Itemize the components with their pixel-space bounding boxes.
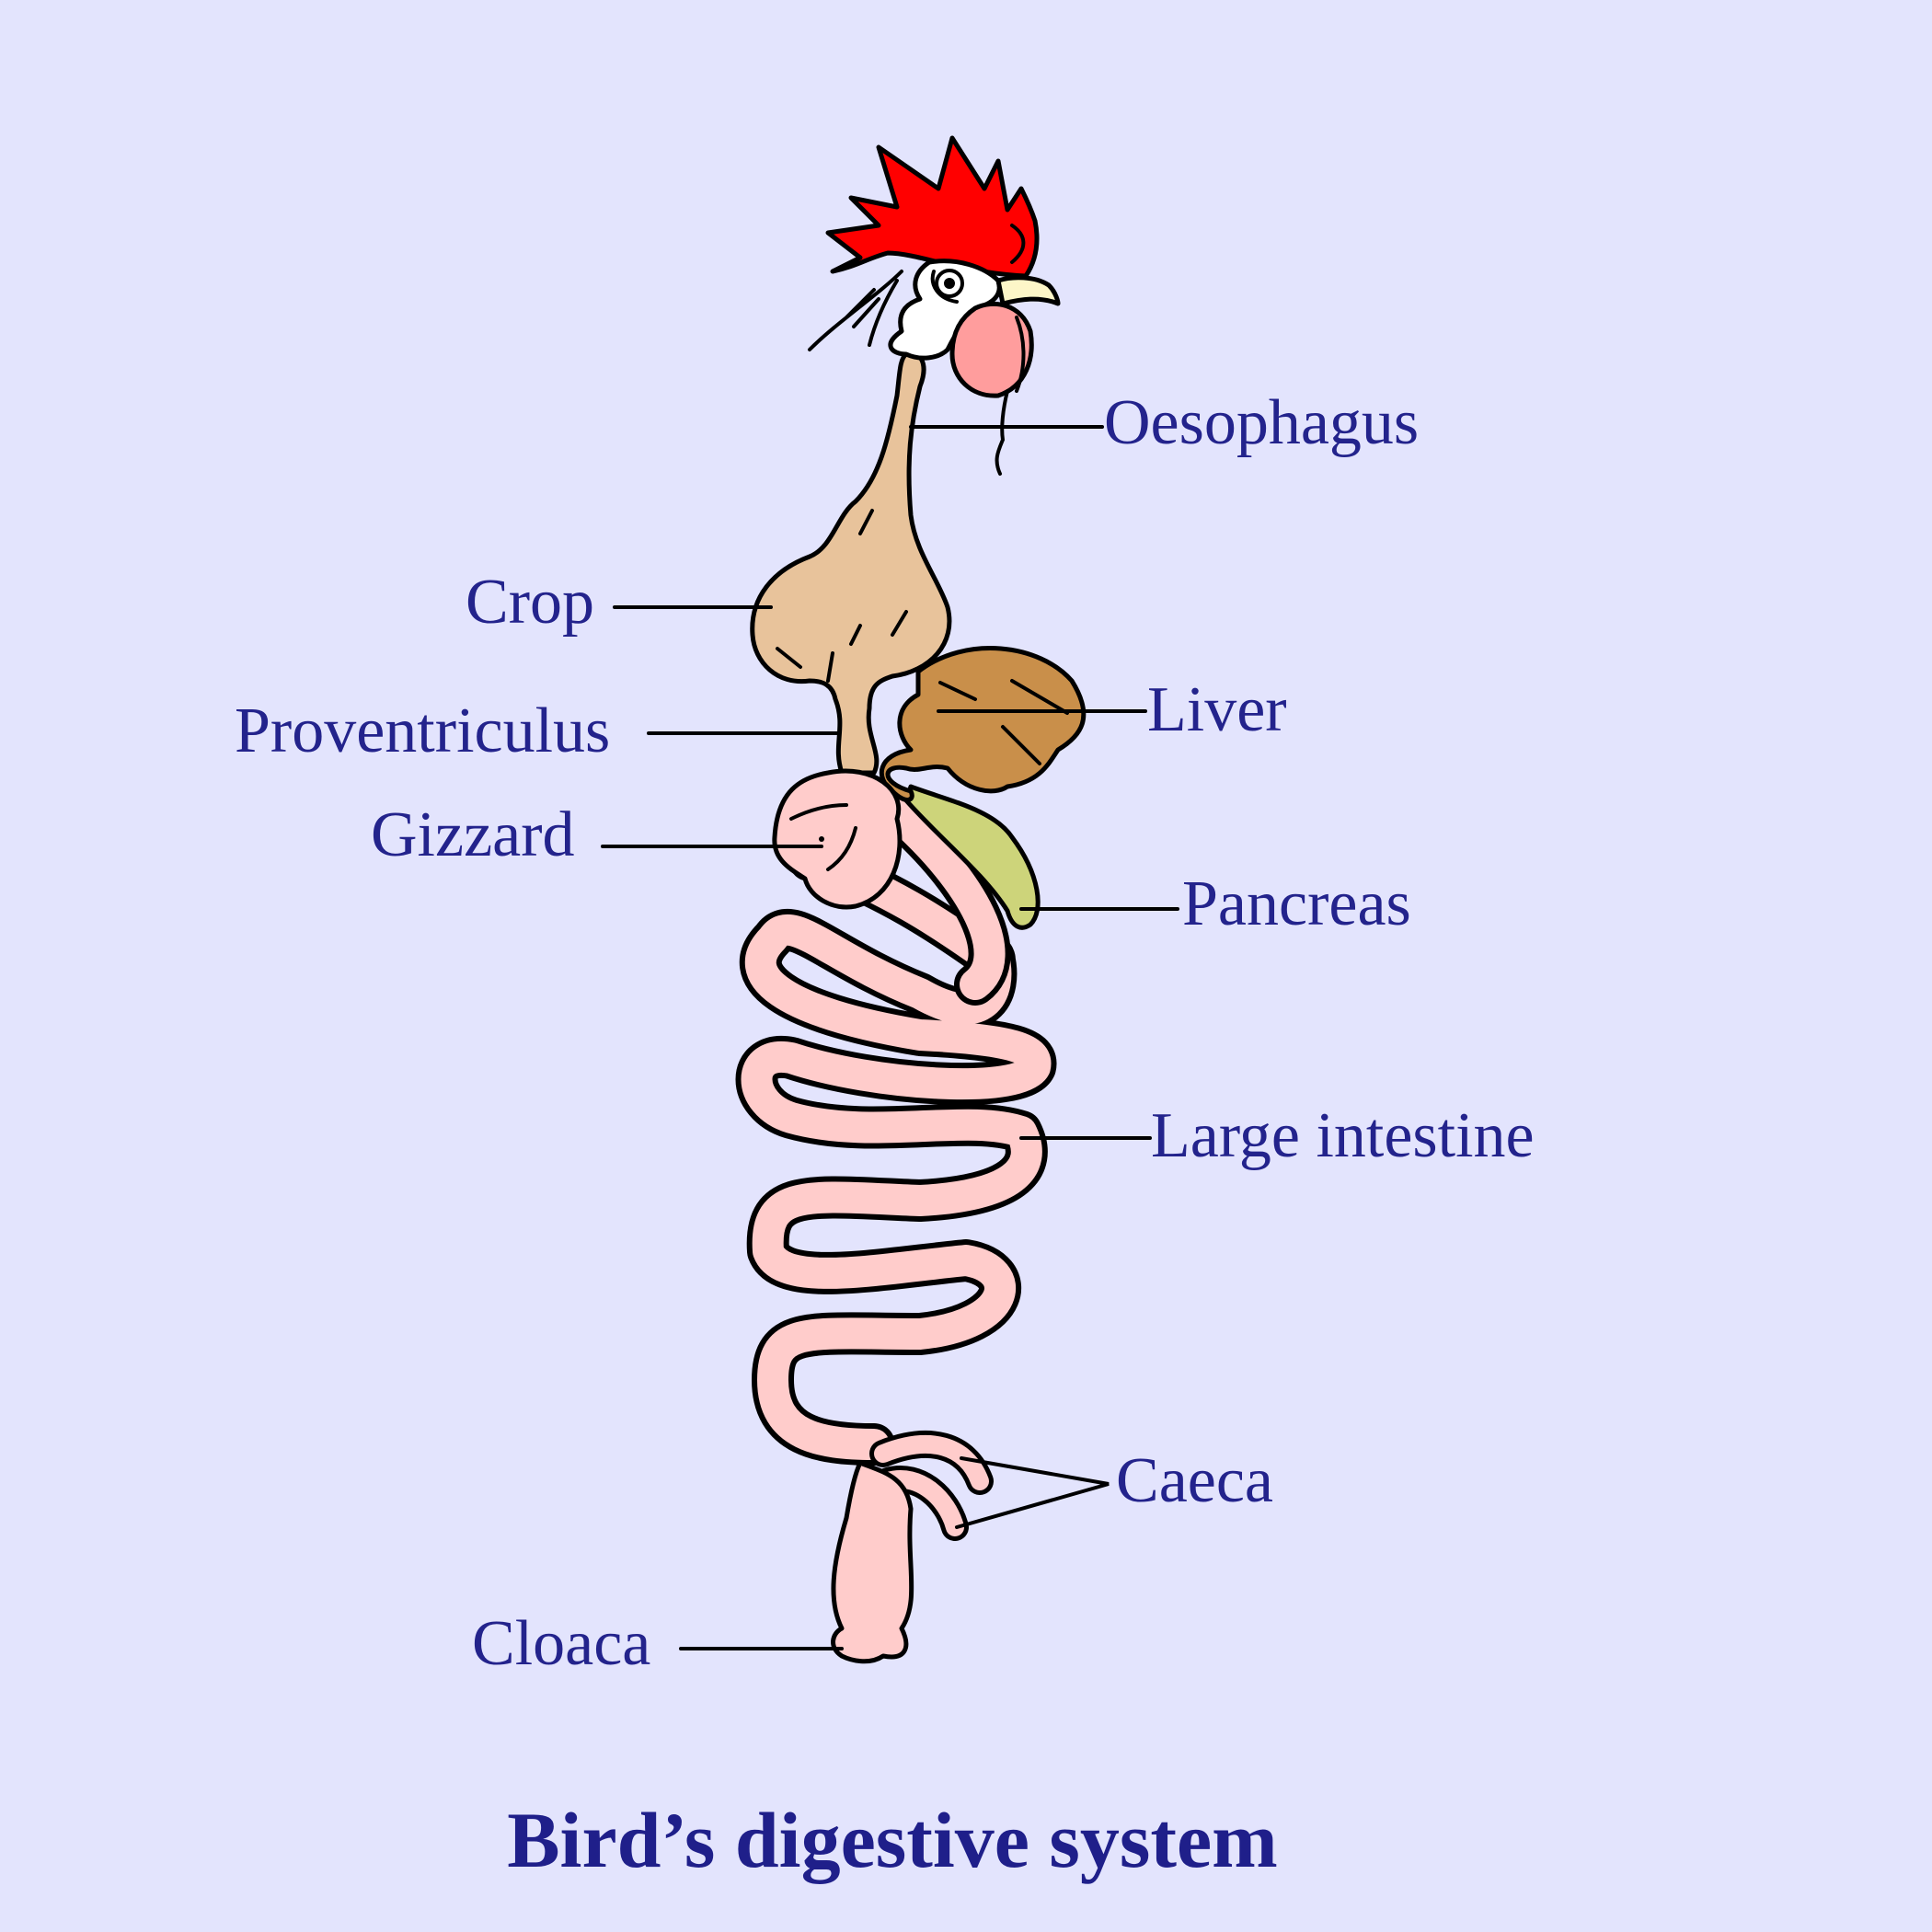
comb bbox=[825, 135, 1040, 279]
label-pancreas: Pancreas bbox=[1182, 868, 1411, 939]
label-crop: Crop bbox=[466, 567, 594, 638]
label-large-intestine: Large intestine bbox=[1151, 1100, 1535, 1171]
beak bbox=[995, 275, 1061, 306]
cloaca bbox=[831, 1460, 914, 1664]
liver bbox=[879, 646, 1087, 802]
label-oesophagus: Oesophagus bbox=[1104, 387, 1420, 458]
eye-icon bbox=[930, 269, 964, 304]
leader-caeca bbox=[955, 1456, 1110, 1529]
large-intestine bbox=[735, 839, 1057, 1466]
pancreas bbox=[903, 784, 1041, 930]
diagram-title: Bird’s digestive system bbox=[507, 1796, 1278, 1884]
label-cloaca: Cloaca bbox=[472, 1608, 651, 1679]
wattle bbox=[949, 301, 1034, 398]
label-caeca: Caeca bbox=[1116, 1445, 1273, 1516]
label-liver: Liver bbox=[1147, 674, 1287, 745]
label-proventriculus: Proventriculus bbox=[235, 696, 611, 766]
duodenum bbox=[876, 793, 1011, 1006]
label-gizzard: Gizzard bbox=[371, 799, 575, 870]
gizzard bbox=[772, 768, 903, 910]
